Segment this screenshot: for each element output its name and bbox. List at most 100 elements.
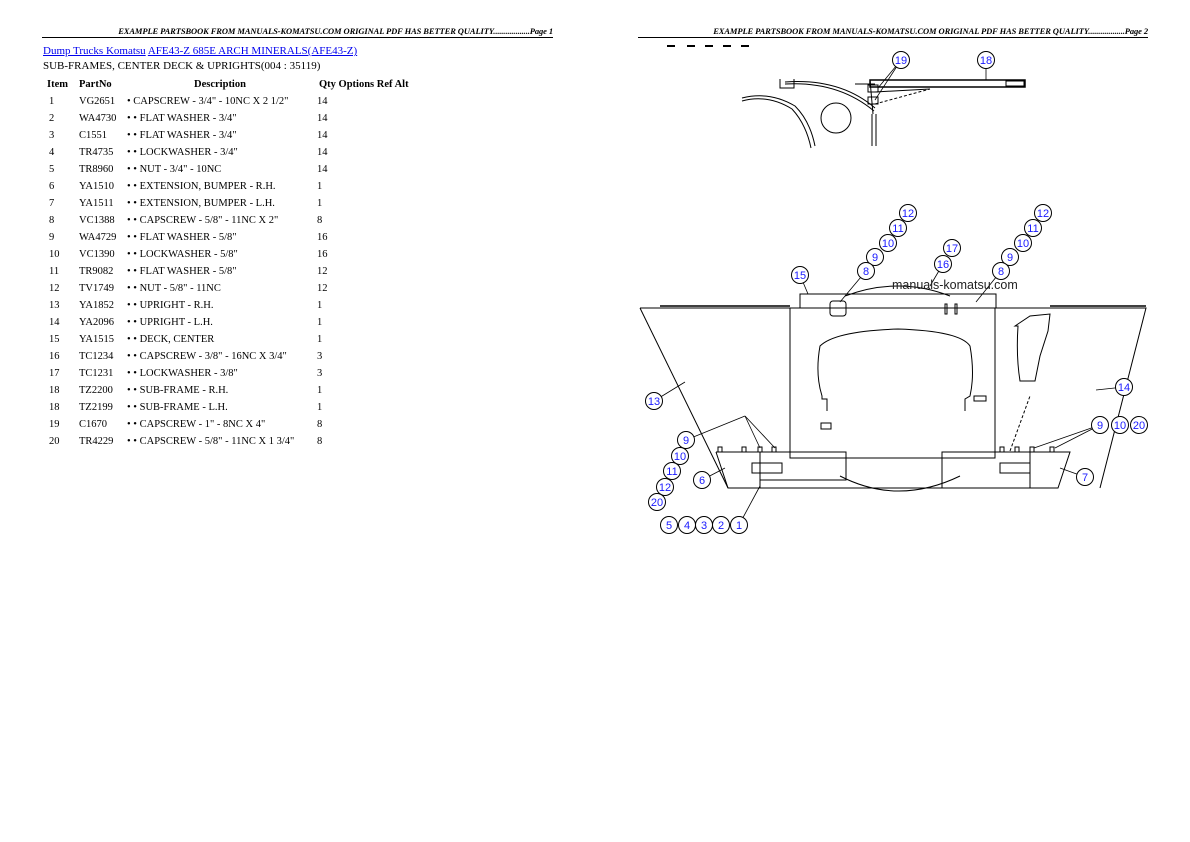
partno-cell: YA1510 (79, 181, 115, 192)
callout-label: 12 (1037, 208, 1049, 220)
subframe-side-view (741, 79, 1026, 149)
qty-cell: 1 (317, 198, 323, 209)
item-cell: 11 (49, 266, 60, 277)
qty-cell: 1 (317, 317, 323, 328)
header-qty-options-ref-alt: Qty Options Ref Alt (315, 76, 411, 93)
partno-cell: VC1390 (79, 249, 115, 260)
partno-cell: TV1749 (79, 283, 114, 294)
item-cell: 12 (49, 283, 60, 294)
callout-bubble: 12 (656, 478, 674, 496)
table-row: 20 TR4229 • • CAPSCREW - 5/8" - 11NC X 1 3… (43, 433, 411, 450)
breadcrumb-link-category[interactable]: Dump Trucks Komatsu (43, 45, 146, 57)
item-cell: 16 (49, 351, 60, 362)
callout-label: 11 (1027, 223, 1038, 235)
leader-lines (653, 59, 1125, 526)
partno-cell: TC1234 (79, 351, 114, 362)
callout-bubble: 4 (678, 516, 696, 534)
qty-cell: 14 (317, 113, 328, 124)
callout-bubble: 3 (695, 516, 713, 534)
callout-label: 10 (674, 451, 686, 463)
description-cell: • • CAPSCREW - 5/8" - 11NC X 1 3/4" (127, 436, 295, 447)
header-ref: Ref (376, 79, 393, 90)
callout-label: 9 (872, 252, 878, 264)
description-cell: • • NUT - 5/8" - 11NC (127, 283, 221, 294)
breadcrumb-link-model[interactable]: AFE43-Z 685E ARCH MINERALS(AFE43-Z) (147, 45, 358, 57)
callout-label: 20 (1133, 420, 1145, 432)
partno-cell: TZ2199 (79, 402, 113, 413)
callout-label: 9 (1097, 420, 1103, 432)
description-cell: • • EXTENSION, BUMPER - L.H. (127, 198, 275, 209)
item-cell: 18 (49, 385, 60, 396)
callout-label: 14 (1118, 382, 1130, 394)
parts-table: Item PartNo Description Qty Options Ref … (43, 76, 411, 450)
qty-cell: 1 (317, 402, 323, 413)
description-cell: • • CAPSCREW - 3/8" - 16NC X 3/4" (127, 351, 287, 362)
callout-label: 4 (684, 520, 690, 532)
callout-bubble: 9 (1001, 248, 1019, 266)
callout-label: 12 (902, 208, 914, 220)
table-row: 16 TC1234 • • CAPSCREW - 3/8" - 16NC X 3/4… (43, 348, 411, 365)
item-cell: 14 (49, 317, 60, 328)
item-cell: 18 (49, 402, 60, 413)
callout-label: 16 (937, 259, 949, 271)
table-row: 7 YA1511 • • EXTENSION, BUMPER - L.H. 1 (43, 195, 411, 212)
callout-label: 15 (794, 270, 806, 282)
item-cell: 9 (49, 232, 55, 243)
item-cell: 1 (49, 96, 55, 107)
item-cell: 19 (49, 419, 60, 430)
item-cell: 8 (49, 215, 55, 226)
callout-label: 20 (651, 497, 663, 509)
callout-label: 7 (1082, 472, 1088, 484)
partno-cell: WA4729 (79, 232, 117, 243)
partno-cell: YA1511 (79, 198, 114, 209)
qty-cell: 1 (317, 385, 323, 396)
callout-label: 3 (701, 520, 707, 532)
item-cell: 3 (49, 130, 55, 141)
partno-cell: TR4229 (79, 436, 114, 447)
qty-cell: 1 (317, 300, 323, 311)
callout-label: 5 (666, 520, 672, 532)
qty-cell: 1 (317, 181, 323, 192)
callout-bubble: 13 (645, 392, 663, 410)
bolt-heads (717, 446, 1055, 453)
item-cell: 20 (49, 436, 60, 447)
callout-label: 1 (736, 520, 742, 532)
qty-cell: 1 (317, 334, 323, 345)
table-header-row: Item PartNo Description Qty Options Ref … (43, 76, 411, 93)
callout-label: 18 (980, 55, 992, 67)
callout-bubble: 11 (889, 219, 907, 237)
partno-cell: YA2096 (79, 317, 115, 328)
item-cell: 15 (49, 334, 60, 345)
callout-label: 9 (1007, 252, 1013, 264)
qty-cell: 14 (317, 130, 328, 141)
callout-bubble: 10 (1111, 416, 1129, 434)
header-options: Options (338, 79, 375, 90)
description-cell: • • UPRIGHT - R.H. (127, 300, 214, 311)
callout-label: 13 (648, 396, 660, 408)
callout-bubble: 12 (1034, 204, 1052, 222)
callout-label: 10 (1017, 238, 1029, 250)
qty-cell: 12 (317, 266, 328, 277)
callout-label: 6 (699, 475, 705, 487)
callout-label: 11 (892, 223, 903, 235)
item-cell: 10 (49, 249, 60, 260)
description-cell: • • FLAT WASHER - 3/4" (127, 130, 237, 141)
callout-bubble: 10 (1014, 234, 1032, 252)
header-item: Item (47, 79, 68, 90)
callout-bubble: 6 (693, 471, 711, 489)
callout-bubble: 2 (712, 516, 730, 534)
qty-cell: 16 (317, 232, 328, 243)
callout-bubble: 11 (1024, 219, 1042, 237)
callout-bubble: 11 (663, 462, 681, 480)
partno-cell: YA1852 (79, 300, 115, 311)
item-cell: 7 (49, 198, 55, 209)
